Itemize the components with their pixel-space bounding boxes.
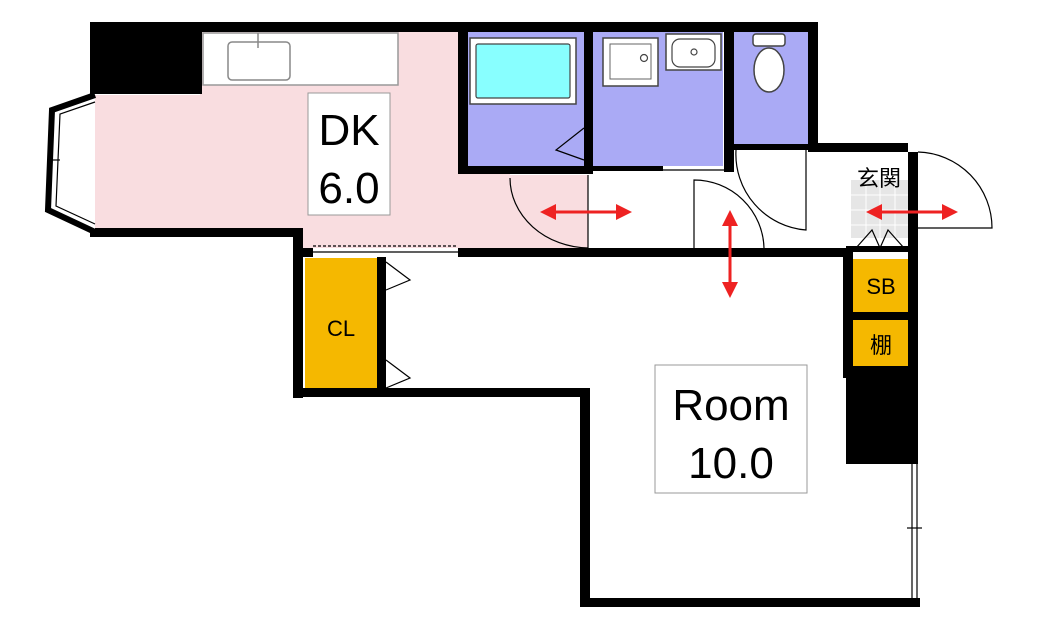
washer-pan-icon (602, 37, 659, 87)
wash-basin-icon (665, 33, 722, 71)
shoe-box-label: SB (866, 274, 895, 299)
shelf-fill (852, 320, 908, 368)
kitchen-counter (202, 32, 399, 86)
room-fills (95, 30, 909, 600)
sink-icon (227, 41, 291, 81)
room-floor (385, 255, 852, 600)
room-area: 10.0 (688, 439, 774, 488)
shoe-box-fill (852, 259, 908, 313)
shelf-label: 棚 (870, 333, 892, 358)
room-label: Room 10.0 (654, 364, 808, 494)
doors (313, 127, 993, 389)
double-arrow-icon (540, 204, 632, 220)
dk-label: DK 6.0 (307, 92, 391, 216)
double-arrow-icon (722, 210, 738, 298)
entrance-tile-grid (851, 180, 909, 238)
bathtub-icon (469, 37, 577, 105)
toilet-icon (752, 33, 786, 93)
walls (90, 22, 920, 607)
room-name: Room (672, 381, 789, 430)
room-window (907, 464, 922, 598)
double-arrow-icon (866, 204, 958, 220)
bay-window (44, 92, 97, 235)
dk-name: DK (318, 106, 379, 155)
entrance-label: 玄関 (857, 166, 901, 191)
closet-label: CL (327, 316, 355, 341)
access-arrows (540, 204, 958, 298)
dk-area: 6.0 (318, 164, 379, 213)
closet-fill (305, 258, 377, 389)
